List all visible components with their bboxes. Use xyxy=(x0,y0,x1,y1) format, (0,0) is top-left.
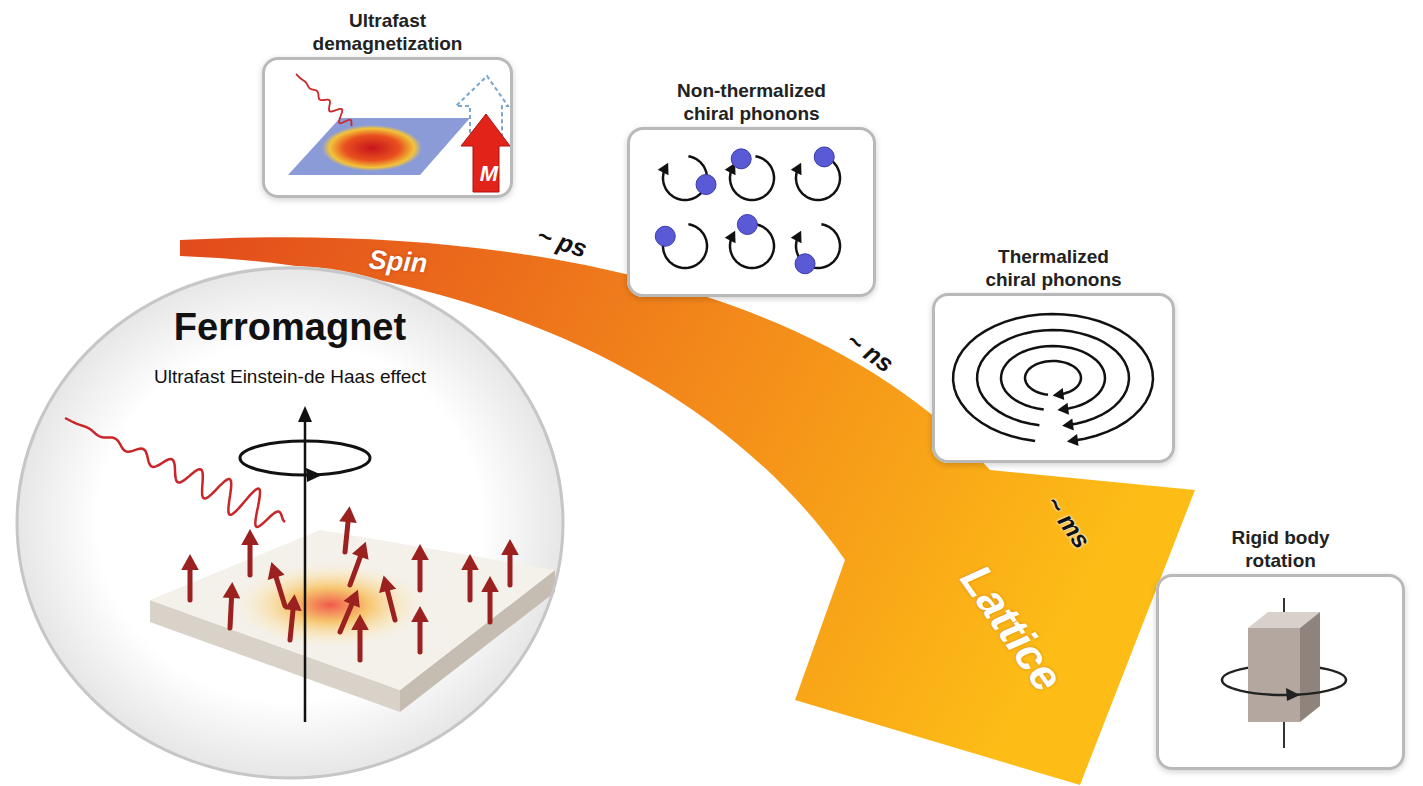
rotation-axis xyxy=(1283,598,1285,614)
arc-arrowhead xyxy=(658,163,669,176)
box-fill xyxy=(1156,574,1405,770)
timescale-label: ~ ps xyxy=(533,220,590,263)
spin-arrowhead xyxy=(181,554,199,570)
laser-pulse xyxy=(296,74,352,126)
box-fill xyxy=(932,293,1175,463)
spin-arrowhead xyxy=(223,582,241,598)
rotation-axis xyxy=(1283,722,1285,748)
spin-arrow xyxy=(418,618,423,652)
atom xyxy=(731,149,751,169)
spin-arrowhead xyxy=(351,614,369,630)
spin-arrowhead xyxy=(379,575,396,593)
spin-arrow xyxy=(488,588,493,622)
phonon-ring xyxy=(953,314,1153,441)
rotation-axis xyxy=(304,420,307,722)
atom xyxy=(655,226,675,246)
phonon-ring xyxy=(1001,346,1105,410)
spin-arrowhead xyxy=(352,542,369,560)
ferromagnet-title: Ferromagnet xyxy=(15,306,565,349)
spin-arrowhead xyxy=(501,539,519,555)
laser-pulse xyxy=(65,418,285,527)
axis-arrowhead xyxy=(298,406,312,422)
spin-arrow xyxy=(275,574,285,606)
spin-arrowhead xyxy=(241,529,259,545)
spin-arrowhead xyxy=(461,554,479,570)
ferromagnet-ellipse-fill xyxy=(16,266,564,778)
stage-heading: Non-thermalized chiral phonons xyxy=(657,79,847,125)
arc-arrowhead xyxy=(1053,388,1065,400)
stage-heading: Ultrafast demagnetization xyxy=(288,9,488,55)
rotation-ellipse xyxy=(240,441,370,475)
arc-arrowhead xyxy=(791,163,802,176)
box-fill xyxy=(627,127,876,297)
film-plane xyxy=(288,118,470,175)
effect-subtitle: Ultrafast Einstein-de Haas effect xyxy=(15,366,565,388)
slab-top xyxy=(150,530,555,690)
stage-box: Non-thermalized chiral phonons xyxy=(627,127,876,297)
rotation-ellipse-front xyxy=(1222,680,1346,695)
spin-arrow xyxy=(350,553,362,585)
spin-arrow xyxy=(340,601,353,632)
magnetization-symbol: M xyxy=(477,161,501,187)
cube-side xyxy=(1300,612,1320,722)
stage-heading: Thermalized chiral phonons xyxy=(974,245,1134,291)
spin-arrow xyxy=(188,566,193,600)
spin-arrowhead xyxy=(411,544,429,560)
rotation-arrowhead xyxy=(306,468,322,482)
arc-arrowhead xyxy=(1057,403,1069,415)
atom xyxy=(795,254,815,274)
stage-heading: Rigid body rotation xyxy=(1216,526,1346,572)
spin-arrowhead xyxy=(339,506,357,523)
stage-box: Thermalized chiral phonons xyxy=(932,293,1175,463)
spin-arrow xyxy=(387,587,395,620)
phonon-ring xyxy=(977,330,1129,425)
spin-arrow xyxy=(230,594,232,628)
spin-arrow xyxy=(508,551,513,585)
box-fill xyxy=(262,57,513,198)
cube-front xyxy=(1248,628,1300,722)
rotation-arrowhead xyxy=(1286,688,1300,701)
laser-spot xyxy=(322,125,422,171)
spin-arrowhead xyxy=(268,562,285,580)
phonon-ring xyxy=(1025,361,1081,395)
atom xyxy=(696,175,716,195)
arc-arrowhead xyxy=(1062,418,1074,430)
spin-arrow xyxy=(418,556,423,590)
atom xyxy=(737,214,757,234)
spin-arrow xyxy=(290,606,293,640)
stage-box: Rigid body rotation xyxy=(1156,574,1405,770)
spin-arrow xyxy=(468,566,473,600)
magnetization-arrow xyxy=(461,114,510,192)
spin-arrow xyxy=(248,541,253,575)
atom xyxy=(814,147,834,167)
spin-arrowhead xyxy=(481,576,499,592)
arc-arrowhead xyxy=(1067,434,1079,446)
spin-arrow xyxy=(358,626,363,660)
arc-arrowhead xyxy=(791,231,802,244)
spin-arrowhead xyxy=(344,590,360,608)
arc-arrowhead xyxy=(725,231,736,244)
spin-arrow xyxy=(345,518,348,552)
ferromagnet-ellipse: FerromagnetUltrafast Einstein-de Haas ef… xyxy=(15,266,565,780)
spin-arrowhead xyxy=(284,594,302,611)
spin-label: Spin xyxy=(368,244,429,279)
stage-box: Ultrafast demagnetizationM xyxy=(262,57,513,198)
spin-arrowhead xyxy=(411,606,429,622)
heat-spot xyxy=(235,563,425,647)
